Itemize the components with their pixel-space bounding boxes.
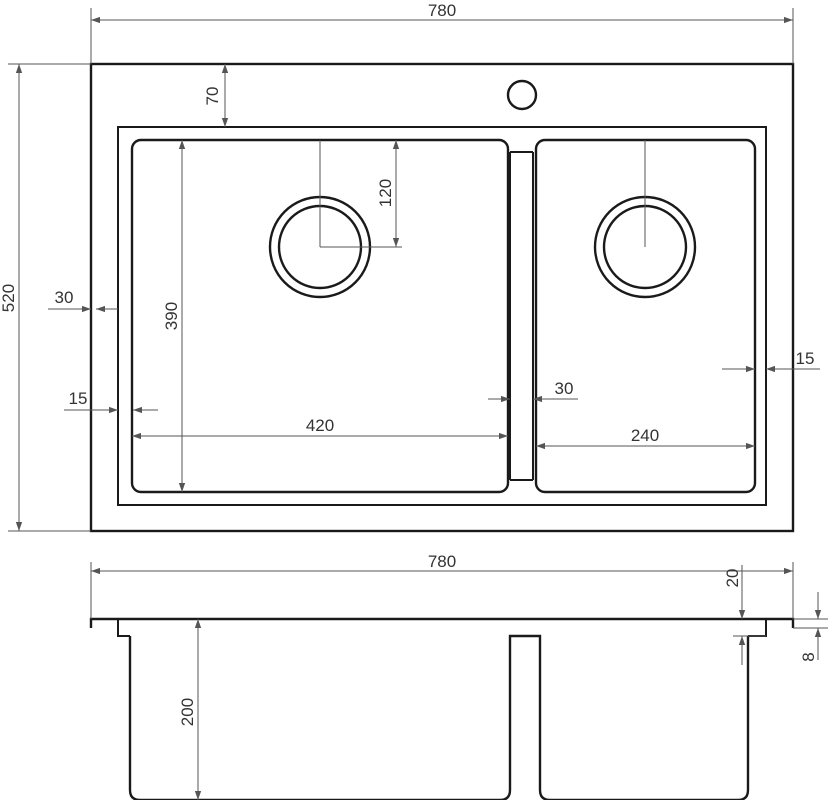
- dim-rim-thickness: 20: [723, 565, 766, 665]
- dim-height-label: 520: [0, 284, 18, 312]
- dim-right-offset-label: 15: [796, 349, 815, 368]
- dim-divider-label: 30: [555, 379, 574, 398]
- dim-bowl-right-width-label: 240: [631, 426, 659, 445]
- dim-bowl-height: 390: [162, 140, 186, 492]
- dim-bowl-left-width: 420: [132, 416, 508, 440]
- dim-drain-offset-label: 120: [376, 179, 395, 207]
- dim-lip: 8: [793, 592, 828, 662]
- dim-bowl-offset-left-label: 15: [69, 389, 88, 408]
- dim-bowl-right-width: 240: [536, 426, 755, 450]
- sink-outer-outline: [89, 62, 795, 533]
- dim-top-width-label: 780: [428, 1, 456, 20]
- dim-bowl-depth: 200: [178, 619, 202, 800]
- dim-offset-side-label: 30: [55, 288, 74, 307]
- side-flange: [117, 619, 767, 637]
- dim-bowl-depth-label: 200: [178, 698, 197, 726]
- dim-side-width: 780: [90, 552, 794, 619]
- dim-offset-top: 70: [203, 64, 229, 127]
- side-deck: [89, 617, 795, 628]
- dim-side-width-label: 780: [428, 552, 456, 571]
- dim-height: 520: [0, 63, 91, 532]
- dim-offset-top-label: 70: [203, 87, 222, 106]
- faucet-hole: [506, 79, 538, 111]
- dim-bowl-height-label: 390: [162, 302, 181, 330]
- dim-top-width: 780: [90, 1, 794, 64]
- dim-rim-thickness-label: 20: [723, 569, 742, 588]
- dim-bowl-left-width-label: 420: [306, 416, 334, 435]
- sink-inner-rim: [117, 126, 767, 506]
- side-left-bowl: [128, 634, 750, 800]
- top-view: [89, 62, 795, 533]
- dim-offset-side: 30: [48, 288, 118, 313]
- dim-divider: 30: [488, 379, 578, 403]
- dim-bowl-offset-left: 15: [64, 389, 158, 414]
- dim-right-offset: 15: [722, 349, 820, 373]
- side-view: [89, 617, 795, 800]
- dim-lip-label: 8: [799, 652, 818, 661]
- bowl-divider: [509, 151, 534, 481]
- dim-drain-offset: 120: [319, 140, 402, 248]
